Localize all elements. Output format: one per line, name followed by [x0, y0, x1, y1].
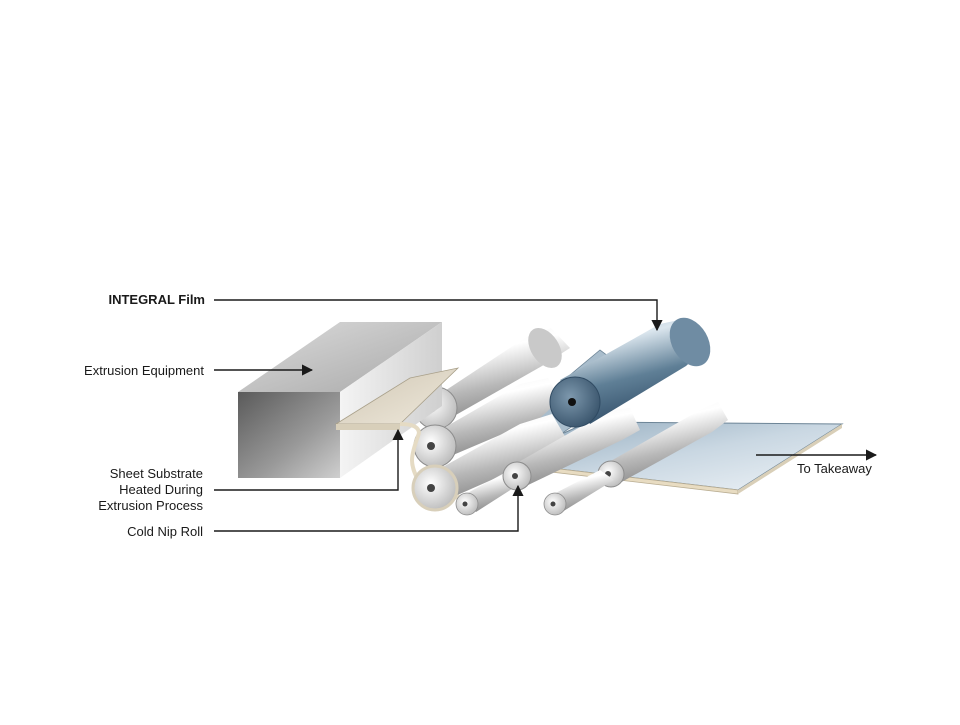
- label-to-takeaway: To Takeaway: [797, 461, 872, 476]
- label-sheet-substrate-line-2: Heated During: [119, 482, 203, 497]
- label-cold-nip-roll: Cold Nip Roll: [127, 524, 203, 539]
- leader-cold-nip-roll: [214, 484, 524, 532]
- small-roll-right: [543, 470, 614, 516]
- label-sheet-substrate-line-1: Sheet Substrate: [109, 466, 203, 481]
- label-sheet-substrate-line-3: Extrusion Process: [98, 498, 203, 513]
- leader-sheet-substrate: [214, 428, 404, 491]
- steel-roll-front-lower: [411, 414, 566, 512]
- cold-nip-roll: [502, 408, 640, 491]
- leader-lines: [214, 299, 878, 532]
- leader-integral-film: [214, 299, 663, 332]
- label-sheet-substrate: Sheet Substrate Heated During Extrusion …: [98, 466, 203, 514]
- integral-film-roll: [549, 317, 711, 428]
- label-integral-film: INTEGRAL Film: [108, 292, 205, 307]
- label-extrusion-equipment: Extrusion Equipment: [84, 363, 204, 378]
